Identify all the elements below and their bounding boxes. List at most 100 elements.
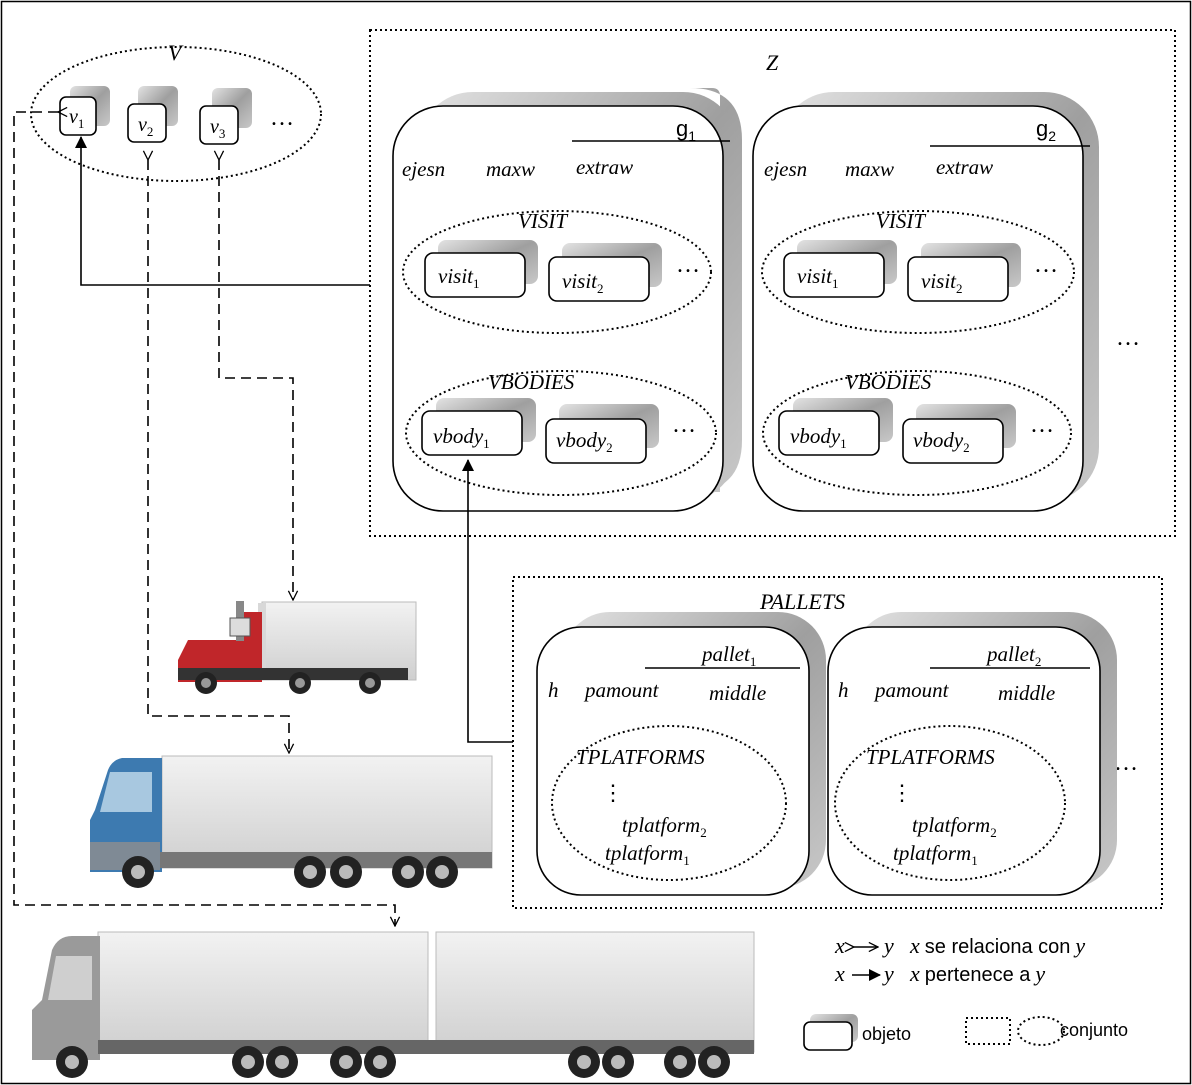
legend-relates-y: y [882,933,894,958]
belongs-arrow-zone-vehicle [75,136,370,286]
zone-attr: ejesn [764,157,807,181]
visit-sub: 1 [473,276,480,291]
zone-name-sub: 1 [688,128,696,144]
tplatform-base: tplatform [912,813,990,837]
legend-relates-ty: y [1073,933,1085,958]
svg-text:tplatform2: tplatform2 [622,813,707,840]
vbody-object[interactable]: vbody1 [421,398,536,456]
legend-belongs-y: y [882,961,894,986]
connectors [13,112,513,926]
tplatforms-set-label: TPLATFORMS [866,745,995,769]
tplatform-base: tplatform [893,841,971,865]
zone-set-label: Z [766,50,779,75]
visit-sub: 2 [597,281,604,296]
tplatforms-vdots: ⋮ [891,780,913,805]
pallet-name-sub: 2 [1035,654,1042,669]
vehicle-set-label: V [168,40,184,65]
vehicle-sub: 2 [147,124,154,139]
pallet-object-2[interactable]: pallet2 h pamount middle TPLATFORMS ⋮ tp… [827,612,1117,896]
pallet-attr: h [548,678,559,702]
svg-text:tplatform1: tplatform1 [605,841,690,868]
vehicle-sub: 1 [78,116,85,131]
visit-base: visit [797,264,833,288]
svg-text:vbody1: vbody1 [433,424,490,451]
vehicle-base: v [210,116,219,138]
legend-belongs-rest: pertenece a [925,964,1032,986]
svg-text:vbody2: vbody2 [913,428,970,455]
svg-text:visit1: visit1 [797,264,839,291]
tplatform-sub: 1 [971,853,978,868]
vbody-base: vbody [790,424,841,448]
gray-truck-image [32,931,755,1078]
legend-set-ellipse-icon [1017,1016,1065,1046]
zone-attr: extraw [576,155,633,179]
vbody-sub: 1 [483,436,490,451]
vehicle-set-more: … [270,105,294,131]
pallet-name-base: pallet [985,642,1036,666]
vbody-base: vbody [913,428,964,452]
pallet-attr: pamount [583,678,660,702]
vbody-sub: 2 [606,440,613,455]
svg-text:tplatform1: tplatform1 [893,841,978,868]
svg-text:vbody2: vbody2 [556,428,613,455]
visit-set-ellipse [761,210,1075,334]
vehicle-set: V v1 v2 v3 … [30,40,322,182]
zone-object-g1[interactable]: g1 ejesn maxw extraw VISIT visit1 visit2… [392,88,742,512]
tplatform-base: tplatform [605,841,683,865]
pallet-name-base: pallet [700,642,751,666]
visit-set-ellipse [402,210,712,334]
vehicle-base: v [138,114,147,136]
vbody-sub: 1 [840,436,847,451]
relates-arrow-v3-truck [219,160,293,600]
svg-text:visit2: visit2 [921,269,963,296]
svg-text:vbody1: vbody1 [790,424,847,451]
vehicle-object-v3[interactable]: v3 [199,88,252,145]
zone-object-g2[interactable]: g2 ejesn maxw extraw VISIT visit1 visit2… [752,92,1099,512]
belongs-arrow-pallet-vbody [462,459,513,743]
vbodies-set-ellipse [405,370,717,496]
tplatforms-set-ellipse [834,725,1066,881]
visit-object[interactable]: visit1 [424,240,538,298]
vbody-object[interactable]: vbody2 [545,404,659,464]
legend-relates-tx: x [909,933,920,958]
visit-object[interactable]: visit2 [907,243,1021,302]
vbody-object[interactable]: vbody2 [902,404,1016,464]
svg-text:pallet1: pallet1 [700,642,756,669]
vbody-sub: 2 [963,440,970,455]
legend-object-icon [803,1014,858,1051]
pallet-object-1[interactable]: pallet1 h pamount middle TPLATFORMS ⋮ tp… [536,612,826,896]
vbodies-set-label: VBODIES [845,370,932,394]
vehicle-object-v2[interactable]: v2 [127,86,178,143]
tplatforms-set-label: TPLATFORMS [576,745,705,769]
svg-text:visit2: visit2 [562,269,604,296]
svg-text:pallet2: pallet2 [985,642,1041,669]
vbodies-set-label: VBODIES [488,370,575,394]
relates-arrow-v1-truck [13,112,395,926]
pallet-attr: h [838,678,849,702]
pallet-set-label: PALLETS [759,589,845,614]
vbody-object[interactable]: vbody1 [778,398,893,456]
tplatform-sub: 2 [990,825,997,840]
pallet-name-sub: 1 [750,654,757,669]
zone-name-base: g [676,116,688,141]
red-truck-image [178,601,417,694]
visit-sub: 1 [832,276,839,291]
zone-name-base: g [1036,116,1048,141]
svg-text:g1: g1 [676,116,696,144]
visit-base: visit [562,269,598,293]
visit-base: visit [921,269,957,293]
visit-object[interactable]: visit2 [548,243,662,302]
vbodies-set-ellipse [762,370,1072,496]
visit-sub: 2 [956,281,963,296]
tplatform-sub: 2 [700,825,707,840]
visit-object[interactable]: visit1 [783,240,897,298]
legend-relates-rest: se relaciona con [925,936,1071,958]
vehicle-object-v1[interactable]: v1 [59,86,110,136]
blue-truck-image [90,755,493,888]
zone-set: Z … g1 ejesn maxw extraw VISIT visit1 vi… [369,29,1176,537]
